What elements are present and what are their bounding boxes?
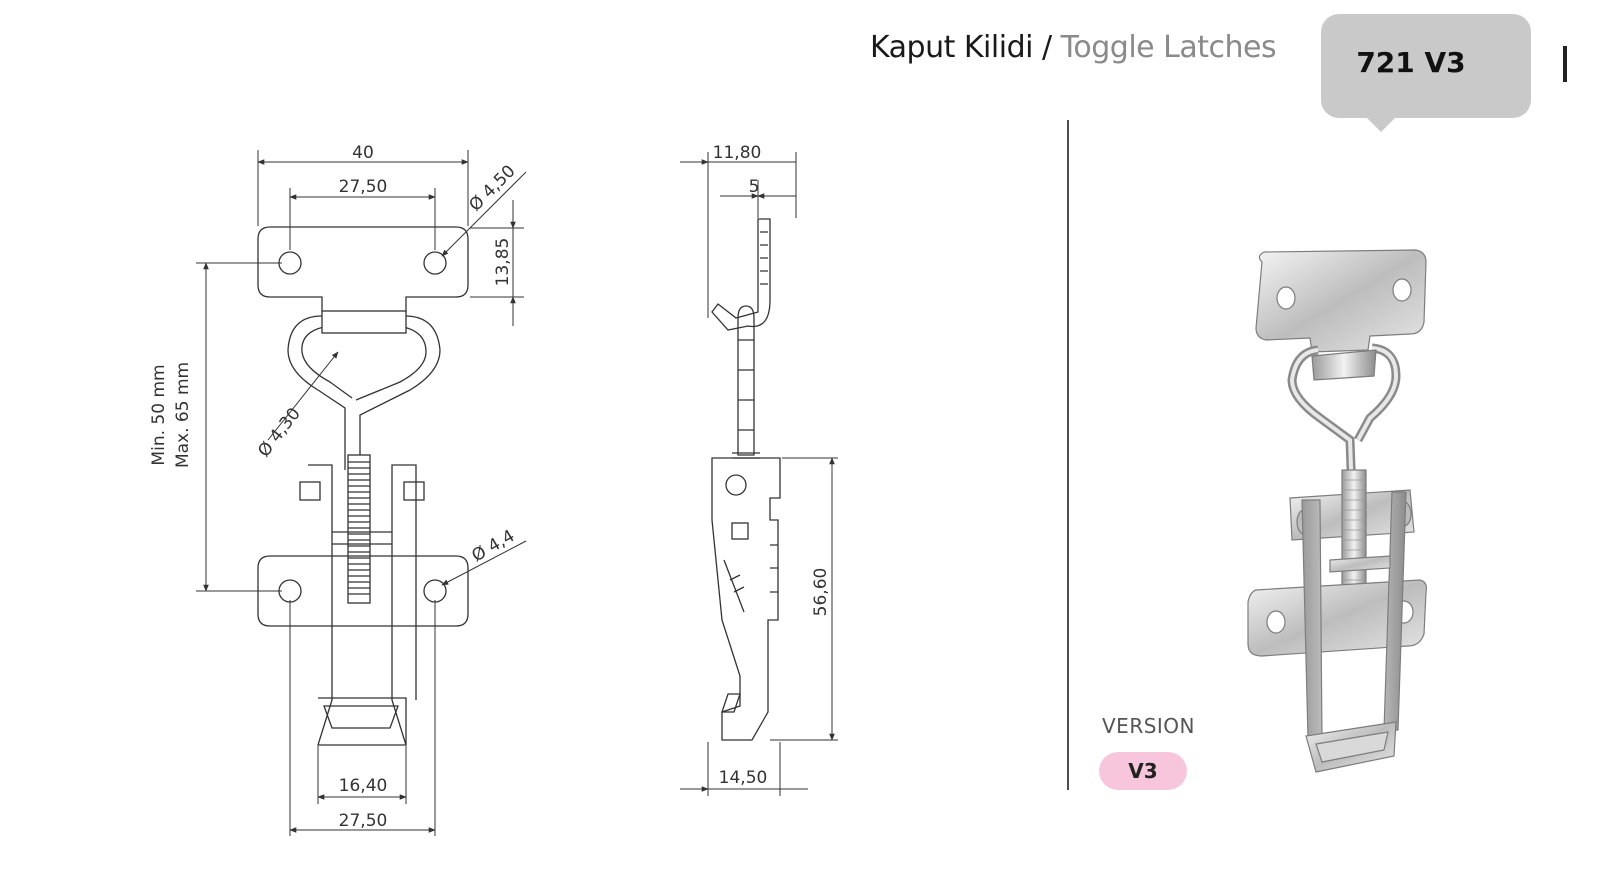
dim-hole-spacing-bottom: 27,50 [339, 811, 388, 831]
side-body [711, 457, 781, 741]
dim-plate-height: 13,85 [493, 238, 513, 287]
side-view [680, 152, 838, 796]
title-separator: / [1042, 30, 1052, 65]
dim-width-top: 40 [352, 143, 374, 163]
side-top-plate [711, 218, 771, 331]
bottom-hole-left [278, 579, 302, 603]
edge-mark [1563, 46, 1567, 82]
threaded-rod [347, 454, 371, 604]
version-badge: V3 [1099, 752, 1187, 790]
version-label: VERSION [1102, 714, 1196, 738]
dim-top-thickness: 5 [749, 177, 760, 197]
side-pivot [725, 474, 747, 496]
product-code: 721 V3 [1356, 46, 1466, 79]
side-dimension-labels: 11,80 5 56,60 14,50 [713, 143, 831, 788]
top-hole-left [278, 251, 302, 275]
side-dimensions [680, 152, 838, 796]
product-render [1247, 249, 1427, 773]
dim-hole-spacing-top: 27,50 [339, 177, 388, 197]
dim-hole-dia-top: Ø 4,50 [465, 161, 519, 215]
dim-inner-width: 16,40 [339, 776, 388, 796]
dim-base-width: 14,50 [719, 768, 768, 788]
product-code-badge: 721 V3 [1321, 14, 1531, 132]
dim-wire-dia: Ø 4,30 [254, 404, 305, 461]
wire-clip [321, 310, 407, 334]
side-wire [737, 305, 755, 456]
top-hole-right [423, 251, 447, 275]
side-square [731, 522, 749, 540]
dim-span-max: Max. 65 mm [173, 362, 193, 468]
dim-body-height: 56,60 [811, 568, 831, 617]
page-title: Kaput Kilidi / Toggle Latches [870, 30, 1277, 65]
front-view [196, 150, 527, 836]
title-english: Toggle Latches [1060, 30, 1277, 65]
dim-hole-dia-bottom: Ø 4,4 [469, 526, 519, 566]
bottom-plate [257, 555, 469, 627]
dim-top-total: 11,80 [713, 143, 762, 163]
front-dimensions [196, 150, 527, 836]
dim-span-min: Min. 50 mm [149, 364, 169, 465]
bottom-hole-right [423, 579, 447, 603]
hook [318, 697, 407, 745]
title-turkish: Kaput Kilidi [870, 30, 1033, 65]
wire-loop [287, 315, 441, 470]
